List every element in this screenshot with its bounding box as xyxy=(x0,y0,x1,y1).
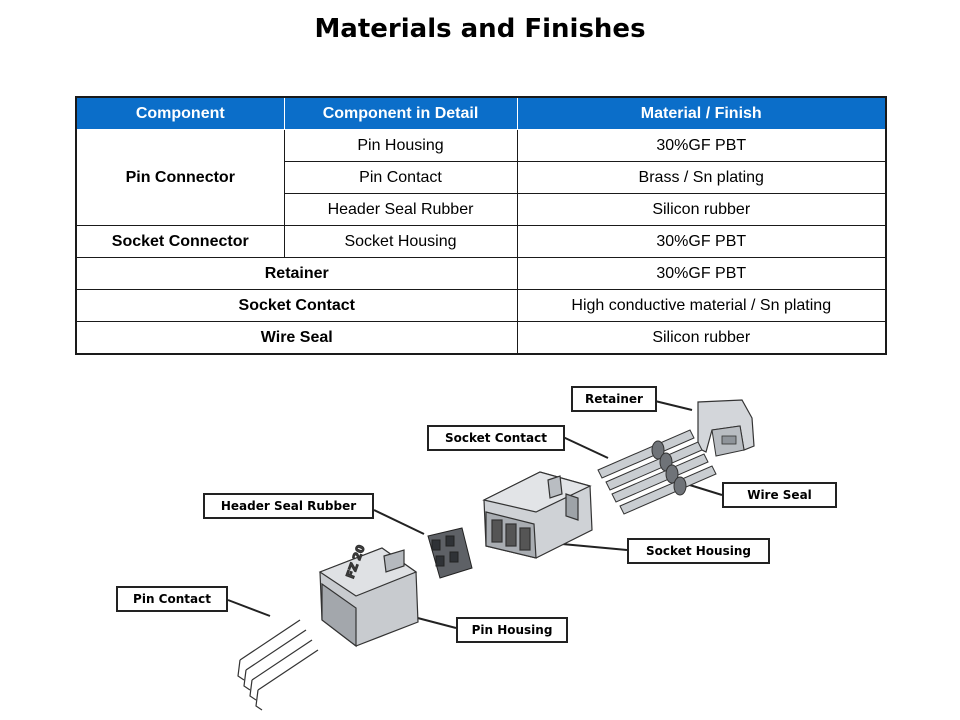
materials-table: Component Component in Detail Material /… xyxy=(75,96,887,355)
cell-retainer: Retainer xyxy=(75,257,518,290)
header-component: Component xyxy=(75,96,285,130)
cell-pin-housing: Pin Housing xyxy=(283,129,518,162)
retainer-part xyxy=(697,399,755,457)
callout-pin-housing: Pin Housing xyxy=(456,617,568,643)
cell-header-seal-material: Silicon rubber xyxy=(516,193,887,226)
table-row: Pin Contact Brass / Sn plating xyxy=(76,161,887,194)
callout-socket-housing: Socket Housing xyxy=(627,538,770,564)
callout-retainer: Retainer xyxy=(571,386,657,412)
header-seal-rubber-part xyxy=(427,527,473,579)
cell-socket-connector: Socket Connector xyxy=(75,225,285,258)
header-component-detail: Component in Detail xyxy=(283,96,518,130)
cell-wire-seal: Wire Seal xyxy=(75,321,518,355)
cell-socket-housing-material: 30%GF PBT xyxy=(516,225,887,258)
cell-socket-contact-material: High conductive material / Sn plating xyxy=(516,289,887,322)
leader-lines xyxy=(227,400,723,629)
socket-contact-part xyxy=(597,429,717,515)
header-material-finish: Material / Finish xyxy=(516,96,887,130)
callout-pin-contact: Pin Contact xyxy=(116,586,228,612)
table-row: Socket Contact High conductive material … xyxy=(75,289,887,322)
cell-pin-contact-material: Brass / Sn plating xyxy=(516,161,887,194)
pin-contact-part xyxy=(237,619,319,711)
cell-pin-housing-material: 30%GF PBT xyxy=(516,129,887,162)
table-row: Wire Seal Silicon rubber xyxy=(75,321,887,355)
cell-pin-contact: Pin Contact xyxy=(283,161,518,194)
pin-housing-part: FZ 20 xyxy=(318,542,419,648)
callout-header-seal-rubber: Header Seal Rubber xyxy=(203,493,374,519)
cell-socket-housing: Socket Housing xyxy=(283,225,518,258)
cell-retainer-material: 30%GF PBT xyxy=(516,257,887,290)
table-row: Pin Connector Pin Housing 30%GF PBT xyxy=(75,129,887,226)
socket-housing-part xyxy=(482,471,593,559)
table-header-row: Component Component in Detail Material /… xyxy=(75,96,887,130)
cell-header-seal: Header Seal Rubber xyxy=(283,193,518,226)
cell-pin-connector: Pin Connector xyxy=(75,129,285,226)
table-row: Retainer 30%GF PBT xyxy=(75,257,887,290)
page-title: Materials and Finishes xyxy=(314,14,646,44)
cell-wire-seal-material: Silicon rubber xyxy=(516,321,887,355)
table-row: Socket Connector Socket Housing 30%GF PB… xyxy=(75,225,887,258)
table-row: Header Seal Rubber Silicon rubber xyxy=(76,193,887,226)
callout-socket-contact: Socket Contact xyxy=(427,425,565,451)
cell-socket-contact: Socket Contact xyxy=(75,289,518,322)
callout-wire-seal: Wire Seal xyxy=(722,482,837,508)
connector-exploded-diagram: FZ 20 xyxy=(227,399,755,711)
